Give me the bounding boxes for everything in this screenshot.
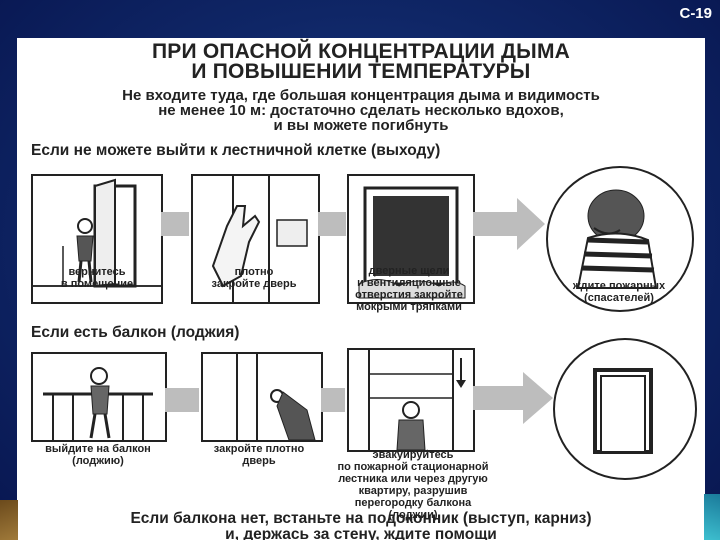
corner-decoration	[0, 500, 18, 540]
corner-decoration	[704, 494, 720, 540]
panel-go-balcony	[31, 352, 167, 442]
caption-wait-rescuers: ждите пожарных(спасателей)	[572, 280, 666, 304]
hand-door-illustration	[211, 176, 308, 302]
arrow-right-icon	[318, 212, 346, 236]
panel-balcony-door-circle	[553, 338, 697, 480]
doorway-illustration	[593, 368, 653, 454]
caption-go-balcony: выйдите на балкон(лоджию)	[45, 443, 151, 467]
hand-handle-illustration	[236, 354, 316, 440]
poster-title-line2: И ПОВЫШЕНИИ ТЕМПЕРАТУРЫ	[191, 60, 531, 83]
arrow-right-icon	[473, 198, 545, 250]
section1-heading: Если не можете выйти к лестничной клетке…	[31, 142, 441, 159]
arrow-right-icon	[473, 372, 553, 424]
balcony-illustration	[43, 367, 153, 440]
footer-line2: и, держась за стену, ждите помощи	[225, 526, 497, 540]
panel-wait-rescuers	[546, 166, 694, 312]
safety-poster: ПРИ ОПАСНОЙ КОНЦЕНТРАЦИИ ДЫМА И ПОВЫШЕНИ…	[17, 38, 705, 540]
wet-rag-door-illustration	[358, 186, 466, 299]
panel-seal-gaps	[347, 174, 475, 304]
arrow-right-icon	[165, 388, 199, 412]
slide-number: С-19	[679, 5, 712, 22]
person-door-illustration	[33, 178, 161, 288]
arrow-right-icon	[161, 212, 189, 236]
poster-title-line1: ПРИ ОПАСНОЙ КОНЦЕНТРАЦИИ ДЫМА	[151, 40, 571, 63]
footer-line1: Если балкона нет, встаньте на подоконник…	[130, 510, 592, 527]
panel-close-door-2	[201, 352, 323, 442]
panel-close-door	[191, 174, 320, 304]
panel-evacuate	[347, 348, 475, 452]
section2-heading: Если есть балкон (лоджия)	[31, 324, 240, 341]
arrow-right-icon	[321, 388, 345, 412]
person-scarf-illustration	[576, 189, 658, 289]
warning-line3: и вы можете погибнуть	[273, 117, 449, 134]
warning-line2: не менее 10 м: достаточно сделать нескол…	[158, 102, 564, 119]
warning-line1: Не входите туда, где большая концентраци…	[122, 87, 600, 104]
ladder-illustration	[368, 350, 466, 450]
panel-return-room	[31, 174, 163, 304]
